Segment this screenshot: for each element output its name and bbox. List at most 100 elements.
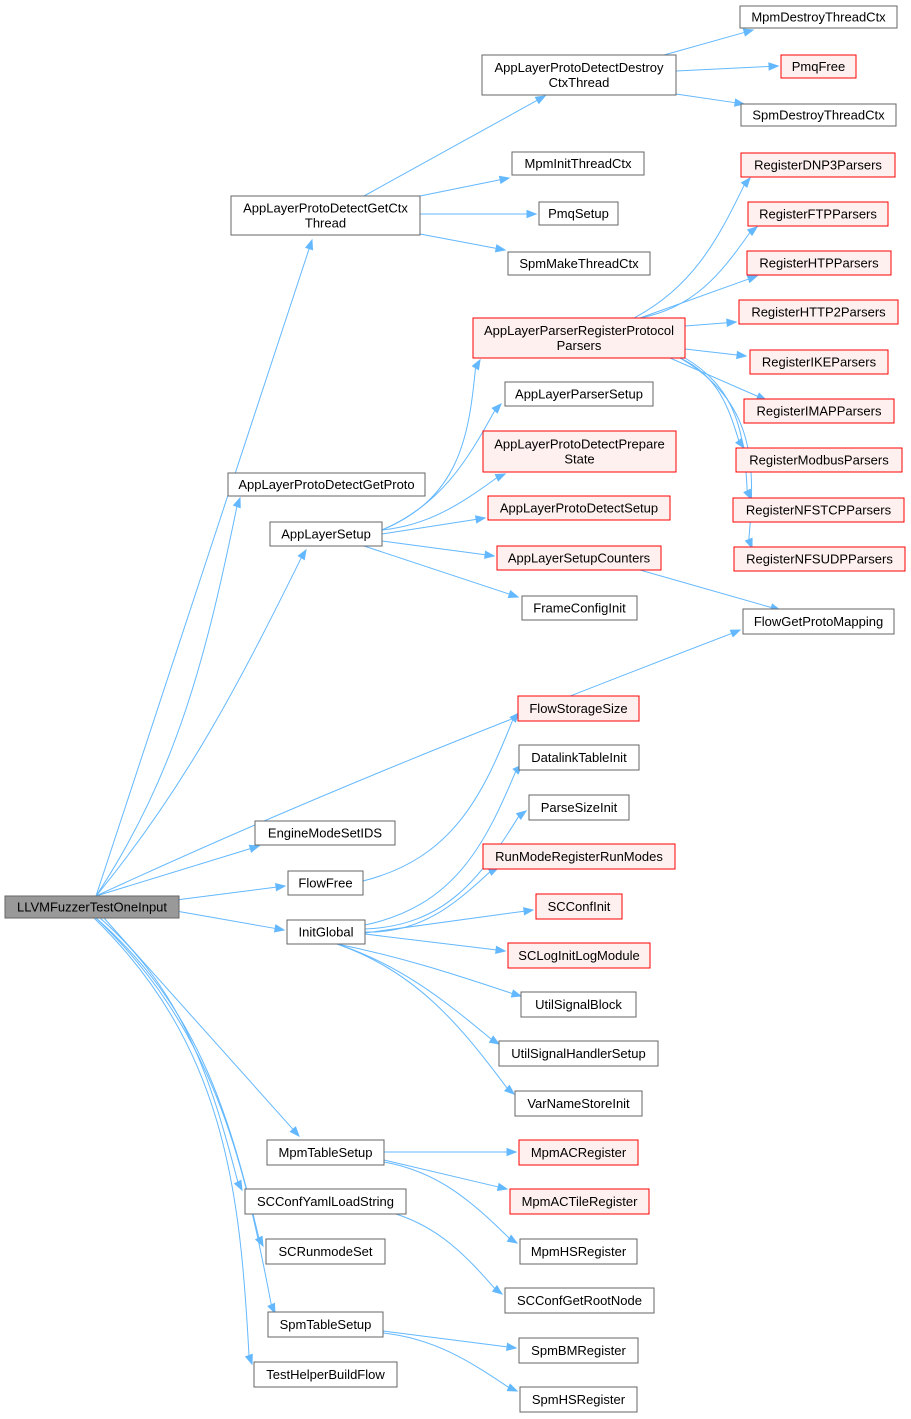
node-root[interactable]: LLVMFuzzerTestOneInput — [4, 895, 180, 919]
node-htp[interactable]: RegisterHTPParsers — [746, 250, 892, 276]
node-http2[interactable]: RegisterHTTP2Parsers — [738, 299, 899, 325]
node-spmhs[interactable]: SpmHSRegister — [519, 1386, 638, 1413]
node-mpmactile[interactable]: MpmACTileRegister — [509, 1188, 650, 1215]
edge-line — [95, 848, 251, 897]
node-flowstorage[interactable]: FlowStorageSize — [517, 695, 640, 722]
node-mpmhs[interactable]: MpmHSRegister — [519, 1238, 638, 1265]
node-box — [743, 398, 895, 424]
node-frameconfig[interactable]: FrameConfigInit — [521, 595, 638, 621]
arrowhead — [496, 1182, 509, 1191]
node-mpmdestroy[interactable]: MpmDestroyThreadCtx — [739, 5, 898, 29]
arrowhead — [474, 515, 487, 524]
node-enginemode[interactable]: EngineModeSetIDS — [254, 820, 396, 846]
node-label: RegisterFTPParsers — [759, 207, 877, 222]
edge-initglobal-to-scconfinit — [364, 907, 535, 934]
arrowhead — [746, 275, 759, 284]
node-box — [521, 595, 638, 621]
node-label: UtilSignalBlock — [535, 997, 622, 1012]
node-scyaml[interactable]: SCConfYamlLoadString — [244, 1188, 407, 1215]
node-nfstcp[interactable]: RegisterNFSTCPParsers — [732, 497, 905, 523]
node-label: SCConfYamlLoadString — [257, 1194, 394, 1209]
node-scroot[interactable]: SCConfGetRootNode — [504, 1287, 655, 1314]
edge-mpmtable-to-mpmactile — [383, 1159, 509, 1191]
node-varname[interactable]: VarNameStoreInit — [514, 1090, 643, 1117]
node-box — [535, 893, 623, 920]
node-spmdestroy[interactable]: SpmDestroyThreadCtx — [740, 103, 897, 127]
node-label: LLVMFuzzerTestOneInput — [17, 900, 167, 915]
node-label: EngineModeSetIDS — [268, 826, 383, 841]
node-mpmtable[interactable]: MpmTableSetup — [266, 1139, 385, 1166]
node-ike[interactable]: RegisterIKEParsers — [749, 349, 889, 375]
edge-line — [364, 771, 517, 926]
node-initglobal[interactable]: InitGlobal — [286, 919, 366, 945]
node-box — [528, 794, 630, 821]
node-dnp3[interactable]: RegisterDNP3Parsers — [740, 152, 896, 178]
node-label: SpmHSRegister — [532, 1392, 626, 1407]
edge-line — [95, 557, 302, 897]
node-mpminit[interactable]: MpmInitThreadCtx — [511, 151, 645, 176]
edge-root-to-scyaml — [99, 917, 243, 1192]
node-sclog[interactable]: SCLogInitLogModule — [507, 942, 651, 969]
node-flowgetproto[interactable]: FlowGetProtoMapping — [742, 608, 895, 635]
edge-mpmtable-to-mpmhs — [383, 1161, 519, 1244]
node-box — [265, 1238, 386, 1265]
node-parsesize[interactable]: ParseSizeInit — [528, 794, 630, 821]
edge-alsetup-to-setupcounters — [381, 540, 496, 559]
node-pmqfree[interactable]: PmqFree — [780, 54, 857, 79]
node-label: TestHelperBuildFlow — [266, 1367, 385, 1382]
arrowhead — [515, 810, 528, 821]
node-nfsudp[interactable]: RegisterNFSUDPParsers — [733, 546, 906, 572]
edge-line — [669, 357, 758, 397]
node-sigblock[interactable]: UtilSignalBlock — [520, 991, 637, 1018]
node-label: SCLogInitLogModule — [518, 948, 639, 963]
node-label: RegisterIKEParsers — [762, 355, 877, 370]
edge-setupcounters-to-flowgetproto — [639, 569, 782, 612]
node-label: State — [564, 452, 594, 467]
edge-regproto-to-http2 — [684, 318, 738, 327]
node-imap[interactable]: RegisterIMAPParsers — [743, 398, 895, 424]
edge-root-to-flowfree — [175, 883, 287, 901]
node-parsersetup[interactable]: AppLayerParserSetup — [504, 381, 654, 407]
node-label: FrameConfigInit — [533, 601, 626, 616]
node-screunmode[interactable]: SCRunmodeSet — [265, 1238, 386, 1265]
node-box — [518, 1139, 639, 1166]
node-spmbm[interactable]: SpmBMRegister — [518, 1337, 639, 1364]
edge-line — [395, 1213, 496, 1289]
node-flowfree[interactable]: FlowFree — [287, 870, 364, 896]
node-mpmac[interactable]: MpmACRegister — [518, 1139, 639, 1166]
node-scconfinit[interactable]: SCConfInit — [535, 893, 623, 920]
edge-line — [364, 910, 525, 934]
node-sighandler[interactable]: UtilSignalHandlerSetup — [498, 1040, 659, 1067]
node-alsetup[interactable]: AppLayerSetup — [269, 521, 383, 547]
node-pmqsetup[interactable]: PmqSetup — [538, 201, 619, 226]
edge-destroyctx-to-mpmdestroy — [663, 28, 755, 56]
node-modbus[interactable]: RegisterModbusParsers — [735, 447, 903, 473]
node-box — [504, 1287, 655, 1314]
node-label: VarNameStoreInit — [527, 1096, 630, 1111]
node-runmode[interactable]: RunModeRegisterRunModes — [482, 843, 676, 870]
node-spmtable[interactable]: SpmTableSetup — [267, 1311, 384, 1338]
arrowhead — [248, 844, 261, 853]
node-label: SCConfGetRootNode — [517, 1293, 642, 1308]
node-box — [520, 991, 637, 1018]
edge-line — [175, 910, 276, 929]
arrowhead — [494, 473, 507, 482]
node-pdsetup[interactable]: AppLayerProtoDetectSetup — [487, 495, 671, 521]
edge-line — [336, 943, 492, 1040]
edge-line — [639, 569, 772, 609]
edge-regproto-to-modbus — [679, 357, 745, 450]
node-label: MpmHSRegister — [531, 1244, 627, 1259]
node-testflow[interactable]: TestHelperBuildFlow — [253, 1361, 398, 1388]
node-setupcounters[interactable]: AppLayerSetupCounters — [496, 545, 662, 571]
node-ftp[interactable]: RegisterFTPParsers — [747, 201, 889, 227]
node-getproto[interactable]: AppLayerProtoDetectGetProto — [227, 472, 426, 497]
node-spmmake[interactable]: SpmMakeThreadCtx — [507, 251, 651, 276]
node-box — [498, 1040, 659, 1067]
node-label: SpmMakeThreadCtx — [519, 256, 639, 271]
node-datalink[interactable]: DatalinkTableInit — [518, 744, 640, 771]
